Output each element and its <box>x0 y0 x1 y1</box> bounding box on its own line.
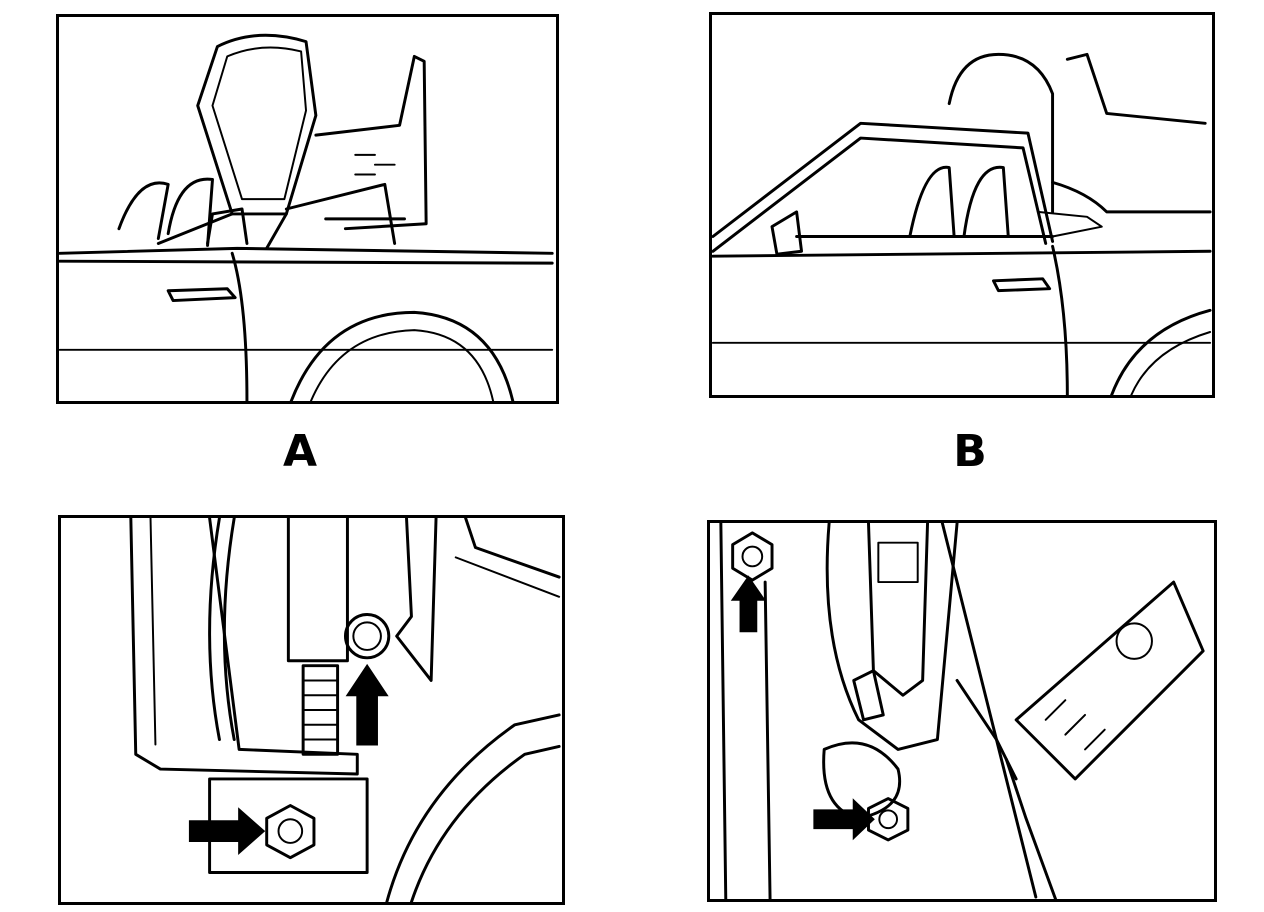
figure-b-car-top-closed <box>709 12 1215 398</box>
up-arrow-icon <box>345 663 389 746</box>
caption-a: A <box>282 426 318 477</box>
right-arrow-icon <box>188 807 266 855</box>
figure-a-car-top-raised <box>56 14 559 404</box>
bolt-detail-right-drawing <box>719 523 1205 899</box>
bolt-detail-left-drawing <box>129 518 561 902</box>
right-arrow-icon <box>813 798 875 841</box>
car-top-closed-drawing <box>712 52 1212 395</box>
car-top-raised-drawing <box>59 33 554 401</box>
caption-b: B <box>953 426 987 477</box>
figure-bolt-detail-right <box>707 520 1217 902</box>
up-arrow-icon <box>730 575 767 633</box>
figure-bolt-detail-left <box>58 515 565 905</box>
